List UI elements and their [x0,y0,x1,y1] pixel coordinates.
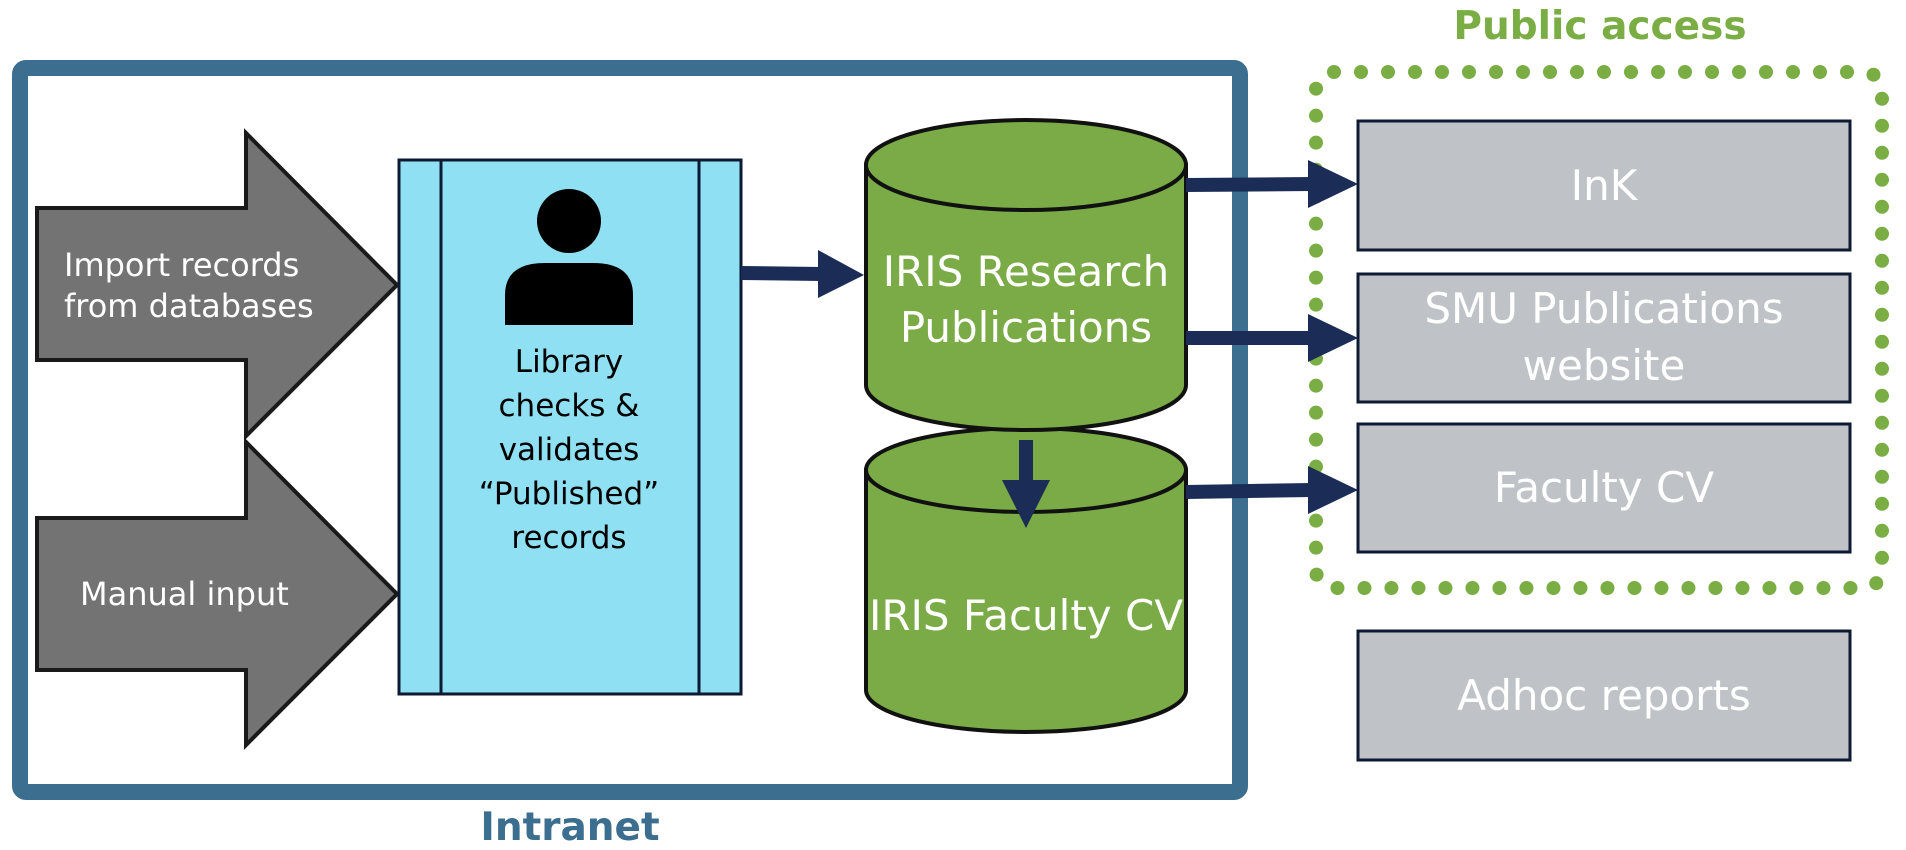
research-to-smu-publications-connector [1186,314,1358,362]
import-records-label: Import records from databases [64,246,314,325]
ink-box [1356,119,1852,252]
intranet-boundary [12,60,1248,800]
manual-input-label: Manual input [80,574,289,613]
iris-research-publications-database [864,118,1188,432]
smu-publications-label: SMU Publications website [1424,284,1784,390]
research-to-faculty-cv-connector [1002,440,1050,528]
import-records-arrow [35,128,400,441]
person-icon [505,189,633,325]
iris-research-publications-label: IRIS Research Publications [882,247,1170,352]
validation-label: Library checks & validates “Published” r… [478,343,660,557]
adhoc-reports-box [1356,629,1852,762]
adhoc-reports-label: Adhoc reports [1457,670,1751,720]
validation-to-research-connector [740,250,864,298]
faculty-cv-to-faculty-cv-connector [1185,466,1358,514]
public-access-title: Public access [1453,4,1747,49]
intranet-title: Intranet [480,805,660,850]
smu-publications-box [1356,272,1852,404]
ink-label: InK [1570,160,1638,210]
research-to-ink-connector [1185,160,1358,208]
manual-input-arrow [35,437,400,750]
faculty-cv-box [1356,422,1852,554]
iris-faculty-cv-label: IRIS Faculty CV [868,591,1184,641]
faculty-cv-label: Faculty CV [1493,463,1715,513]
